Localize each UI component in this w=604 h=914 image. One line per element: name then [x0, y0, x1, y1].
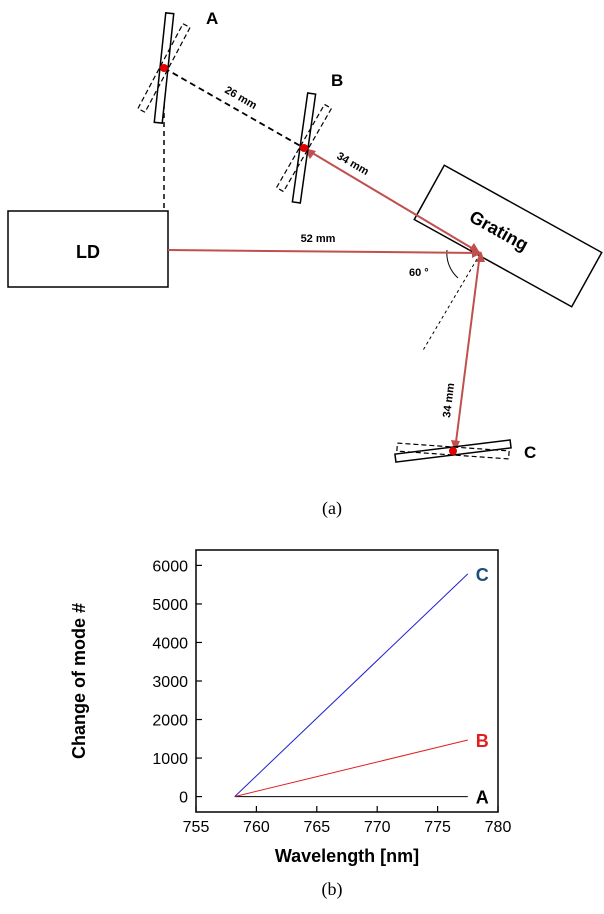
y-tick-label: 0 [179, 790, 188, 807]
distance-ld-to-grating: 52 mm [301, 233, 336, 245]
beam-ld-to-grating [167, 249, 481, 254]
series-label-c: C [476, 565, 489, 585]
beam-grating-to-c [454, 252, 481, 451]
x-tick-label: 760 [243, 819, 270, 836]
mirror-b-pivot [300, 144, 308, 152]
mirror-c-label: C [524, 443, 536, 462]
laser-diode-box [7, 210, 169, 288]
x-tick-label: 755 [183, 819, 210, 836]
y-axis: 0 1000 2000 3000 4000 5000 6000 [152, 558, 202, 807]
series-line-c [234, 573, 469, 797]
y-tick-label: 2000 [152, 713, 188, 730]
distance-b-to-grating: 34 mm [335, 150, 371, 178]
x-tick-label: 775 [424, 819, 451, 836]
mirror-a-label: A [206, 9, 218, 28]
y-axis-label: Change of mode # [69, 603, 89, 759]
beam-grating-arrowhead-2 [476, 251, 485, 262]
series-line-b [234, 739, 468, 798]
x-axis: 755 760 765 770 775 780 [183, 806, 512, 836]
mirror-a-pivot [160, 64, 168, 72]
grating [413, 164, 603, 308]
y-tick-label: 1000 [152, 751, 188, 768]
y-tick-label: 3000 [152, 674, 188, 691]
y-tick-label: 5000 [152, 597, 188, 614]
series-labels: A B C [476, 565, 489, 808]
beam-grating-arrowhead-1 [469, 243, 480, 253]
mirror-a-to-b-dashed [163, 67, 305, 149]
mode-change-chart: 755 760 765 770 775 780 0 1000 2000 3000 4000 5000… [69, 549, 512, 900]
y-tick-label: 4000 [152, 635, 188, 652]
angle-arc [446, 249, 459, 279]
series-lines [234, 573, 469, 798]
series-label-b: B [476, 731, 489, 751]
y-tick-label: 6000 [152, 558, 188, 575]
series-label-a: A [476, 788, 489, 808]
mirror-c-pivot [449, 447, 457, 455]
beam-grating-to-b [303, 147, 481, 254]
setup-diagram: LD Grating 60 ° A [7, 9, 603, 519]
x-tick-label: 765 [303, 819, 330, 836]
distance-a-to-b: 26 mm [223, 84, 259, 112]
grating-normal-dashed [421, 253, 481, 353]
mirror-b-label: B [331, 71, 343, 90]
grating-box [413, 164, 603, 308]
x-tick-label: 770 [364, 819, 391, 836]
x-tick-label: 780 [485, 819, 512, 836]
caption-b: (b) [322, 879, 343, 900]
angle-label: 60 ° [409, 267, 429, 279]
distance-grating-to-c: 34 mm [441, 382, 457, 418]
plot-frame [195, 549, 499, 813]
x-axis-label: Wavelength [nm] [275, 846, 419, 866]
caption-a: (a) [322, 498, 342, 519]
laser-diode-label: LD [76, 242, 100, 262]
